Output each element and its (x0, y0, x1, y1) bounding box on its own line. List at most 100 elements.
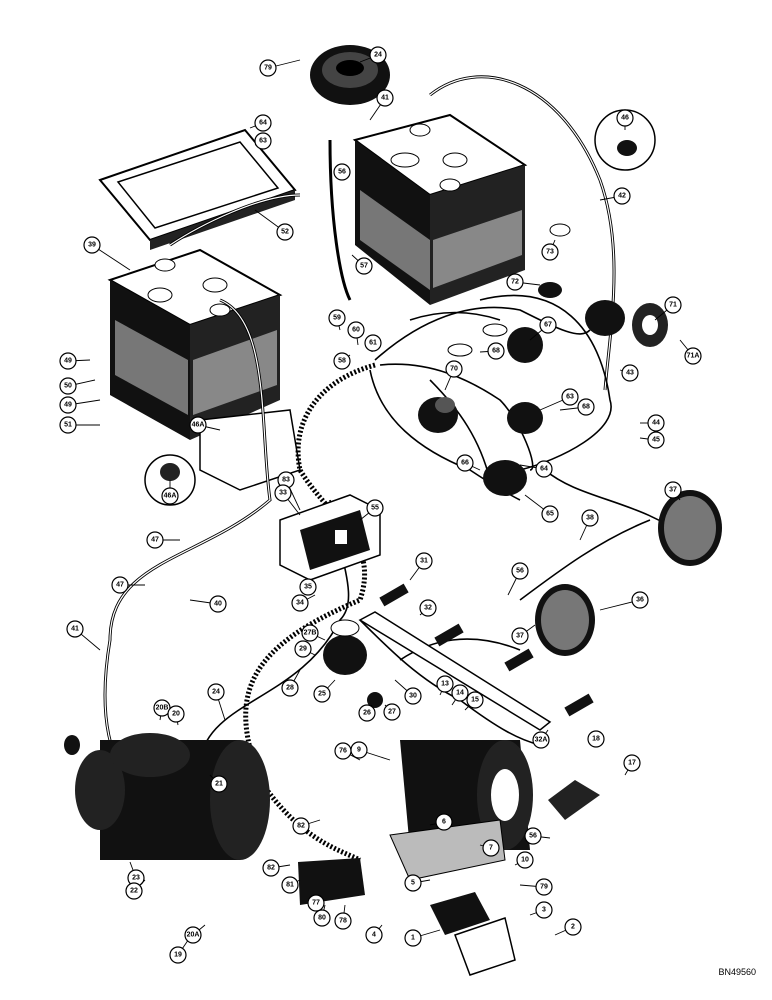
callout-number: 33 (279, 490, 287, 497)
callout-number: 80 (318, 915, 326, 922)
callout-40: 40 (209, 595, 227, 613)
callout-82: 82 (262, 859, 280, 877)
callout-number: 63 (566, 394, 574, 401)
callout-77: 77 (307, 894, 325, 912)
callout-34: 34 (291, 594, 309, 612)
callout-number: 68 (492, 348, 500, 355)
callout-71a: 71A (684, 347, 702, 365)
grommet (310, 45, 390, 105)
callout-26: 26 (358, 704, 376, 722)
callout-number: 41 (381, 95, 389, 102)
callout-49: 49 (59, 396, 77, 414)
callout-35: 35 (299, 578, 317, 596)
callout-number: 82 (297, 823, 305, 830)
battery-right (352, 113, 528, 305)
callout-44: 44 (647, 414, 665, 432)
callout-18: 18 (587, 730, 605, 748)
callout-number: 50 (64, 383, 72, 390)
callout-46: 46 (616, 109, 634, 127)
reference-code: BN49560 (718, 967, 756, 977)
callout-number: 30 (409, 693, 417, 700)
callout-32: 32 (419, 599, 437, 617)
callout-number: 31 (420, 558, 428, 565)
callout-4: 4 (365, 926, 383, 944)
callout-number: 64 (259, 120, 267, 127)
callout-number: 18 (592, 736, 600, 743)
callout-number: 64 (540, 466, 548, 473)
callout-30: 30 (404, 687, 422, 705)
callout-number: 22 (130, 888, 138, 895)
callout-24: 24 (207, 683, 225, 701)
callout-15: 15 (466, 691, 484, 709)
voltage-regulator (279, 494, 381, 581)
callout-number: 23 (132, 875, 140, 882)
callout-6: 6 (435, 813, 453, 831)
callout-number: 6 (442, 819, 446, 826)
callout-number: 68 (582, 404, 590, 411)
plugs (379, 583, 594, 717)
callout-number: 49 (64, 402, 72, 409)
solenoid (323, 619, 383, 708)
callout-number: 49 (64, 358, 72, 365)
callout-number: 46A (164, 493, 177, 500)
callout-number: 43 (626, 370, 634, 377)
callout-80: 80 (313, 909, 331, 927)
callout-17: 17 (623, 754, 641, 772)
callout-number: 78 (339, 918, 347, 925)
callout-41: 41 (376, 89, 394, 107)
callout-number: 47 (116, 582, 124, 589)
callout-number: 56 (516, 568, 524, 575)
callout-43: 43 (621, 364, 639, 382)
callout-number: 32A (535, 737, 548, 744)
callout-number: 40 (214, 601, 222, 608)
callout-55: 55 (366, 499, 384, 517)
callout-22: 22 (125, 882, 143, 900)
callout-72: 72 (506, 273, 524, 291)
callout-number: 14 (456, 690, 464, 697)
callout-number: 76 (339, 748, 347, 755)
callout-number: 79 (540, 884, 548, 891)
callout-51: 51 (59, 416, 77, 434)
callout-27: 27 (383, 703, 401, 721)
callout-number: 24 (374, 52, 382, 59)
callout-60: 60 (347, 321, 365, 339)
callout-56: 56 (524, 827, 542, 845)
callout-number: 45 (652, 437, 660, 444)
callout-45: 45 (647, 431, 665, 449)
callout-number: 47 (151, 537, 159, 544)
callout-46a: 46A (161, 487, 179, 505)
callout-67: 67 (539, 316, 557, 334)
callout-number: 73 (546, 249, 554, 256)
callout-number: 28 (286, 685, 294, 692)
callout-64: 64 (254, 114, 272, 132)
callout-number: 42 (618, 193, 626, 200)
callout-28: 28 (281, 679, 299, 697)
callout-number: 27 (388, 709, 396, 716)
callout-number: 59 (333, 315, 341, 322)
callout-number: 10 (521, 857, 529, 864)
callout-number: 46 (621, 115, 629, 122)
callout-39: 39 (83, 236, 101, 254)
callout-50: 50 (59, 377, 77, 395)
callout-number: 66 (461, 460, 469, 467)
callout-number: 36 (636, 597, 644, 604)
connector-71 (585, 300, 668, 347)
callout-47: 47 (146, 531, 164, 549)
callout-number: 2 (571, 924, 575, 931)
callout-3: 3 (535, 901, 553, 919)
callout-number: 58 (338, 358, 346, 365)
callout-58: 58 (333, 352, 351, 370)
callout-number: 3 (542, 907, 546, 914)
callout-number: 19 (174, 952, 182, 959)
starter-motor (64, 733, 270, 860)
callout-number: 20 (172, 711, 180, 718)
callout-number: 79 (264, 65, 272, 72)
callout-number: 81 (286, 882, 294, 889)
callout-number: 27B (304, 630, 317, 637)
callout-49: 49 (59, 352, 77, 370)
callout-68: 68 (577, 398, 595, 416)
callout-13: 13 (436, 675, 454, 693)
callout-42: 42 (613, 187, 631, 205)
callout-63: 63 (254, 132, 272, 150)
